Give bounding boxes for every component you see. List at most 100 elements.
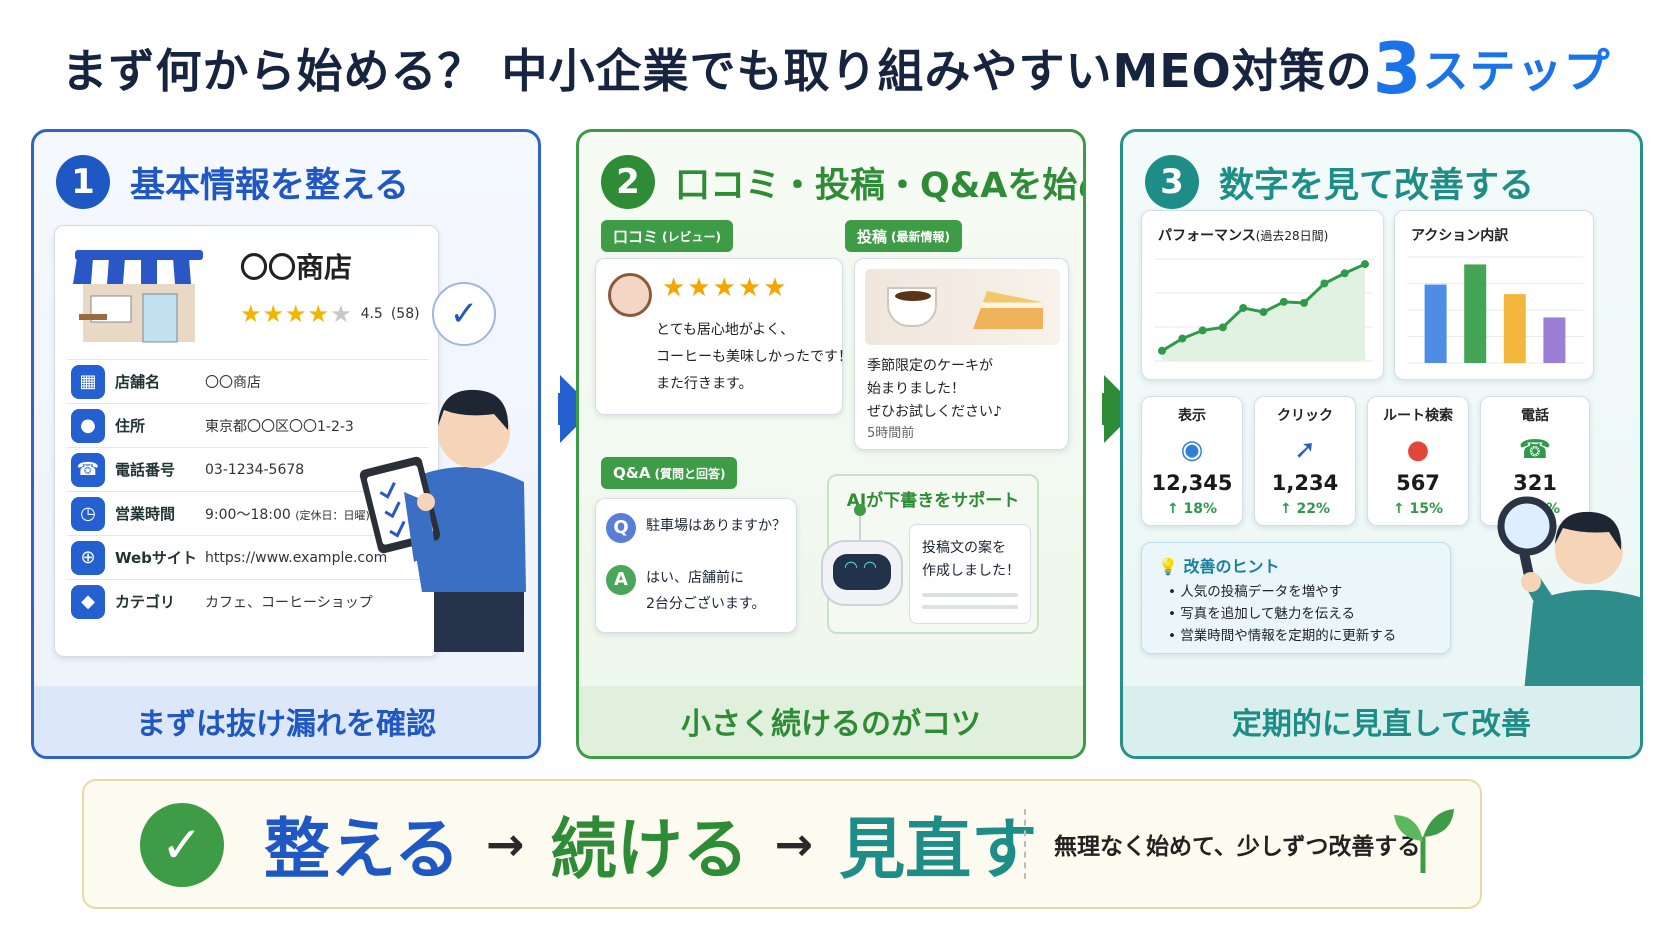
question-text: 駐車場はありますか？	[646, 518, 786, 534]
qa-tag: Q&A(質問と回答)	[601, 457, 738, 489]
review-tag: 口コミ(レビュー)	[601, 220, 733, 252]
sprout-icon	[1394, 809, 1454, 873]
check-circle-icon: ✓	[140, 803, 224, 887]
flow-word-continue: 続ける	[550, 811, 749, 888]
headline-number: 3	[1372, 28, 1423, 110]
ai-support-box: AIが下書きをサポート 投稿文の案を 作成しました！	[821, 474, 1039, 634]
globe-icon: ⊕	[71, 540, 105, 575]
check-bubble-icon: ✓	[432, 282, 496, 346]
step2-footer: 小さく続けるのがコツ	[579, 686, 1083, 756]
bar	[1424, 284, 1447, 363]
rating-value: 4.5	[360, 306, 383, 322]
summary-banner: ✓ 整える → 続ける → 見直す 無理なく始めて、少しずつ改善する	[82, 779, 1482, 909]
step3-number-badge: 3	[1145, 155, 1199, 209]
location-pin-icon: ●	[71, 408, 105, 443]
answer-badge: A	[606, 565, 636, 595]
kpi-card: 表示◉12,345↑ 18%	[1141, 396, 1243, 526]
data-point	[1198, 326, 1207, 335]
page-title: まず何から始める？ 中小企業でも取り組みやすいMEO対策の3ステップ	[0, 28, 1672, 110]
info-label: Webサイト	[115, 549, 197, 567]
kpi-label: 表示	[1178, 408, 1206, 424]
actions-bar-chart	[1407, 256, 1583, 364]
step3-panel: 3 数字を見て改善する パフォーマンス(過去28日間) アクション内訳 表示◉1…	[1120, 129, 1643, 759]
kpi-card: ルート検索●567↑ 15%	[1367, 396, 1469, 526]
data-point	[1300, 298, 1309, 307]
summary-flow: 整える → 続ける → 見直す	[264, 799, 1037, 889]
step2-number-badge: 2	[601, 155, 655, 209]
data-point	[1279, 297, 1288, 306]
kpi-value: 567	[1396, 471, 1440, 495]
phone-icon: ☎	[1518, 435, 1552, 465]
shop-name: 〇〇商店	[240, 251, 353, 284]
kpi-change: ↑ 22%	[1279, 501, 1331, 517]
summary-note: 無理なく始めて、少しずつ改善する	[1054, 834, 1421, 860]
step3-footer: 定期的に見直して改善	[1123, 686, 1640, 756]
headline-tail: ステップ	[1422, 44, 1611, 98]
bar	[1503, 294, 1526, 363]
kpi-value: 1,234	[1271, 471, 1339, 495]
data-point	[1361, 260, 1369, 269]
review-card: ★★★★★ とても居心地がよく、 コーヒーも美味しかったです！ また行きます。	[595, 258, 852, 415]
divider	[1024, 809, 1026, 879]
info-label: 住所	[115, 417, 146, 435]
data-point	[1340, 269, 1349, 278]
step1-title: 1 基本情報を整える	[56, 152, 409, 212]
flow-word-organize: 整える	[264, 811, 461, 888]
man-with-magnifier-illustration	[1497, 496, 1640, 702]
review-count: (58)	[390, 306, 420, 322]
data-point	[1320, 279, 1329, 288]
info-label: 電話番号	[115, 461, 176, 479]
kpi-card: クリック ➚ 1,234 ↑ 22%	[1254, 396, 1356, 526]
data-point	[1178, 334, 1187, 343]
kpi-label: クリック	[1277, 408, 1333, 424]
reviewer-avatar	[608, 273, 652, 317]
hint-title: 💡 改善のヒント	[1158, 557, 1280, 576]
step1-panel: 1 基本情報を整える 〇〇商店 ★★★★★ 4.5 (58) ▦店舗名〇〇商店 ●…	[31, 129, 541, 759]
post-tag: 投稿(最新情報)	[845, 220, 962, 252]
kpi-value: 12,345	[1151, 471, 1233, 495]
info-row: ◆カテゴリカフェ、コーヒーショップ	[67, 579, 429, 623]
rating-stars: ★★★★★	[240, 300, 353, 328]
post-card: 季節限定のケーキが 始まりました！ ぜひお試しください♪ 5時間前	[854, 258, 1069, 450]
step2-title-text: 口コミ・投稿・Q&Aを始める	[675, 165, 1083, 206]
step1-title-text: 基本情報を整える	[130, 165, 409, 206]
flow-arrow: →	[774, 817, 814, 871]
qa-answer: A はい、店舗前に 2台分ございます。	[606, 565, 766, 617]
storefront-icon	[73, 250, 205, 343]
info-label: 営業時間	[115, 505, 176, 523]
map-pin-icon: ●	[1406, 435, 1430, 465]
man-with-clipboard-illustration	[359, 389, 526, 652]
step3-title: 3 数字を見て改善する	[1145, 152, 1534, 212]
kpi-label: 電話	[1521, 408, 1549, 424]
phone-icon: ☎	[71, 452, 105, 487]
ai-draft-placeholder-lines	[922, 593, 1018, 597]
shop-rating: ★★★★★ 4.5 (58)	[240, 300, 420, 328]
flow-arrow: →	[486, 817, 525, 871]
tag-icon: ◆	[71, 584, 105, 619]
actions-card: アクション内訳	[1394, 210, 1594, 380]
actions-title: アクション内訳	[1411, 228, 1509, 244]
robot-antenna	[854, 504, 869, 540]
info-value: 9:00〜18:00 (定休日：日曜)	[205, 506, 370, 523]
kpi-label: ルート検索	[1383, 408, 1453, 424]
step2-panel: 2 口コミ・投稿・Q&Aを始める 口コミ(レビュー) 投稿(最新情報) ★★★★…	[576, 129, 1086, 759]
cursor-icon: ➚	[1294, 435, 1316, 465]
question-badge: Q	[606, 513, 636, 543]
review-text: とても居心地がよく、 コーヒーも美味しかったです！ また行きます。	[656, 322, 852, 392]
step1-number-badge: 1	[56, 155, 110, 209]
info-row: ▦店舗名〇〇商店	[67, 359, 429, 403]
data-point	[1259, 308, 1268, 317]
performance-line-chart	[1154, 258, 1373, 362]
store-icon: ▦	[71, 364, 105, 399]
ai-draft-text: 投稿文の案を 作成しました！	[922, 540, 1020, 579]
hint-list: 人気の投稿データを増やす写真を追加して魅力を伝える営業時間や情報を定期的に更新す…	[1168, 581, 1396, 647]
data-point	[1239, 303, 1248, 312]
clock-icon: ◷	[71, 496, 105, 531]
business-profile-card: 〇〇商店 ★★★★★ 4.5 (58) ▦店舗名〇〇商店●住所東京都〇〇区〇〇1…	[54, 225, 439, 657]
info-value: 〇〇商店	[205, 374, 261, 391]
bar	[1464, 264, 1487, 363]
coffee-cake-photo	[865, 269, 1060, 345]
lightbulb-icon: 💡	[1158, 557, 1178, 576]
coffee-cup-icon	[887, 287, 937, 327]
